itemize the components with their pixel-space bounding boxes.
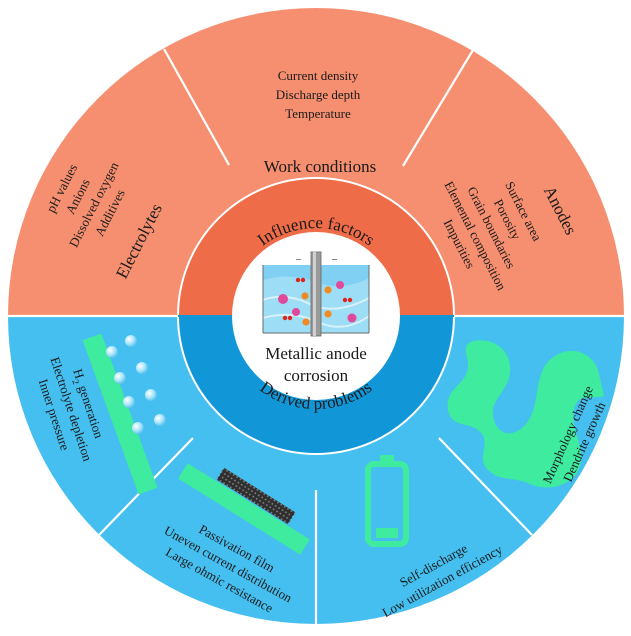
svg-text:–: – — [295, 254, 302, 265]
bubbles-icon — [106, 335, 166, 434]
corrosion-illustration-icon: – – — [262, 251, 370, 337]
center-title-line-1: Metallic anode — [265, 344, 367, 363]
electrode-plate-icon — [82, 333, 158, 495]
work-condition-item: Current density — [278, 68, 359, 83]
passivated-plate-icon — [178, 463, 310, 555]
battery-icon — [365, 455, 409, 547]
work-conditions-sector: Current density Discharge depth Temperat… — [264, 68, 376, 176]
work-condition-item: Temperature — [285, 106, 351, 121]
work-conditions-title: Work conditions — [264, 157, 376, 176]
passivation-film-icon — [216, 467, 296, 525]
gas-evolution-sector: H2 generation Electrolyte depletion Inne… — [36, 333, 166, 495]
influence-sector-background — [8, 8, 624, 316]
svg-text:–: – — [331, 254, 338, 265]
dendrite-icon — [447, 340, 604, 488]
work-condition-item: Discharge depth — [276, 87, 361, 102]
center-title-line-2: corrosion — [284, 366, 349, 385]
